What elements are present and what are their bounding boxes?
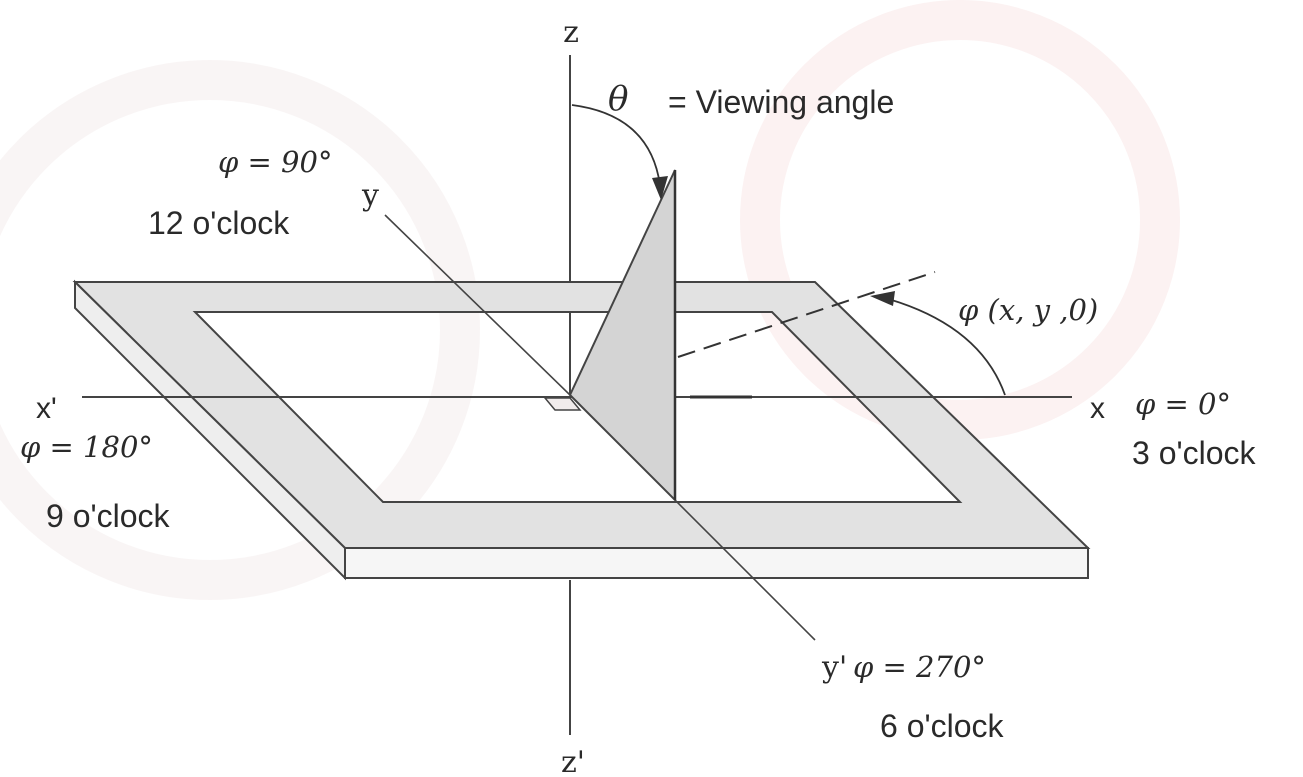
z-prime-label: z' [561,745,585,777]
clock-6-label: 6 o'clock [880,708,1005,744]
projection-line [677,271,936,358]
watermark [0,0,1180,600]
viewing-angle-caption: = Viewing angle [668,84,894,120]
theta-arc-arrow [571,104,668,200]
panel-front-edge [344,547,1089,579]
phi-arc-arrow [870,291,1006,396]
phi-90-label: φ = 90° [218,145,332,179]
theta-symbol: θ [608,79,628,119]
y-prime-label: y' [821,650,847,685]
viewing-plane [568,169,676,503]
y-axis [384,214,571,396]
x-prime-label: x' [36,392,57,425]
phi-180-label: φ = 180° [20,430,153,464]
phi-270-label: φ = 270° [853,650,986,684]
clock-12-label: 12 o'clock [148,205,290,241]
clock-3-label: 3 o'clock [1132,435,1257,471]
phi-0-label: φ = 0° [1135,387,1231,421]
z-label: z [563,15,579,50]
panel-left-edge [74,279,346,581]
lcd-panel [72,279,1091,581]
clock-9-label: 9 o'clock [46,498,171,534]
panel-top-face [72,281,1091,549]
x-label: x [1090,392,1105,425]
phi-xy0-label: φ (x, y ,0) [958,293,1098,327]
y-label: y [361,178,379,213]
origin-marker [543,397,582,411]
